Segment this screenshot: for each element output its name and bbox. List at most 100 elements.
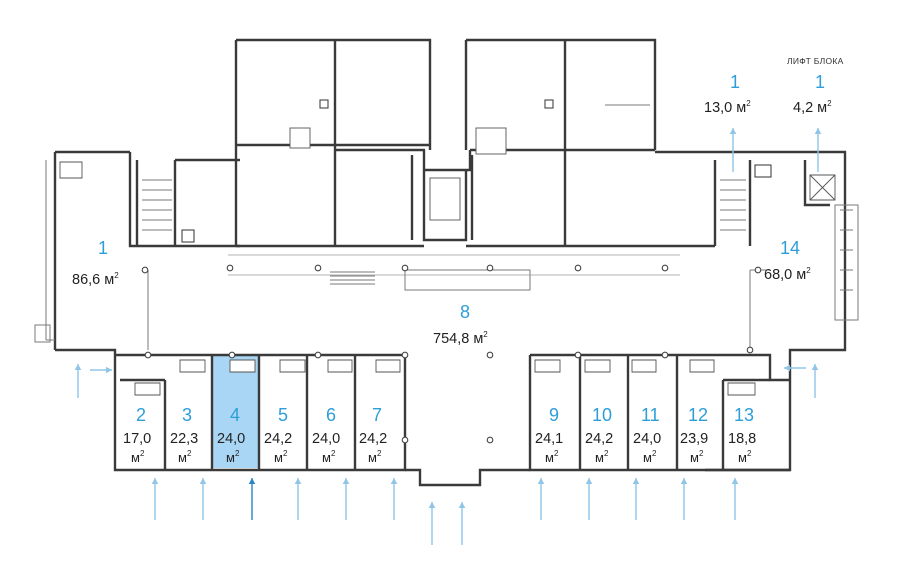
unit-10-unit: м2 bbox=[595, 449, 609, 465]
arrow-lift-head bbox=[814, 128, 822, 134]
arrow-unit-5-head bbox=[294, 478, 302, 484]
entrance-arrows bbox=[74, 128, 822, 545]
unit-6-unit: м2 bbox=[322, 449, 336, 465]
unit-1b-number[interactable]: 1 bbox=[730, 72, 740, 92]
unit-12-number: 12 bbox=[688, 405, 708, 425]
unit-4-number: 4 bbox=[230, 405, 240, 425]
arrow-unit-7-head bbox=[390, 478, 398, 484]
unit-11-label[interactable]: 11 24,0 м2 bbox=[633, 405, 661, 465]
arrow-right-side-up-head bbox=[811, 364, 819, 370]
hall-column bbox=[486, 351, 494, 359]
hall-column bbox=[401, 436, 409, 444]
unit-6-number: 6 bbox=[326, 405, 336, 425]
arrow-unit-4-head bbox=[248, 478, 256, 484]
unit-9-number: 9 bbox=[549, 405, 559, 425]
hall-column bbox=[401, 351, 409, 359]
unit-13-number: 13 bbox=[734, 405, 754, 425]
unit-5-label[interactable]: 5 24,2 м2 bbox=[264, 405, 292, 465]
center-block-walls bbox=[234, 38, 715, 248]
arrow-unit-3-head bbox=[199, 478, 207, 484]
lift-caption: ЛИФТ БЛОКА bbox=[787, 56, 844, 66]
arrow-unit-13-head bbox=[731, 478, 739, 484]
hall-column bbox=[314, 351, 322, 359]
arrow-right-side-left-head bbox=[784, 364, 790, 372]
unit-2-unit: м2 bbox=[131, 449, 145, 465]
unit-10-label[interactable]: 10 24,2 м2 bbox=[585, 405, 613, 465]
arrow-unit-10-head bbox=[585, 478, 593, 484]
unit-4-label[interactable]: 4 24,0 м2 bbox=[217, 405, 245, 465]
unit-7-number: 7 bbox=[372, 405, 382, 425]
unit-6-label[interactable]: 6 24,0 м2 bbox=[312, 405, 340, 465]
hall-columns bbox=[141, 264, 762, 444]
unit-5-area: 24,2 bbox=[264, 431, 292, 447]
hall-column bbox=[144, 351, 152, 359]
unit-7-label[interactable]: 7 24,2 м2 bbox=[359, 405, 387, 465]
unit-12-area: 23,9 bbox=[680, 431, 708, 447]
unit-4-highlight[interactable] bbox=[212, 356, 259, 468]
hall-walls bbox=[228, 254, 680, 291]
unit-1-number[interactable]: 1 bbox=[98, 238, 108, 258]
bottom-right-units bbox=[528, 353, 790, 472]
unit-1b-area: 13,0 м2 bbox=[704, 99, 751, 116]
hall-column bbox=[574, 264, 582, 272]
unit-9-unit: м2 bbox=[545, 449, 559, 465]
unit-8-area: 754,8 м2 bbox=[433, 330, 488, 347]
arrow-unit-12-head bbox=[680, 478, 688, 484]
right-wing-walls bbox=[655, 150, 859, 472]
unit-3-label[interactable]: 3 22,3 м2 bbox=[170, 405, 198, 465]
hall-column bbox=[314, 264, 322, 272]
hall-column bbox=[226, 264, 234, 272]
bottom-left-units bbox=[115, 353, 530, 487]
hall-column bbox=[661, 264, 669, 272]
unit-3-area: 22,3 bbox=[170, 431, 198, 447]
unit-13-unit: м2 bbox=[738, 449, 752, 465]
arrow-left-side-up-head bbox=[74, 364, 82, 370]
unit-3-unit: м2 bbox=[178, 449, 192, 465]
unit-10-number: 10 bbox=[592, 405, 612, 425]
hall-column bbox=[141, 266, 149, 274]
arrow-main-entrance-left-head bbox=[428, 502, 436, 508]
unit-7-unit: м2 bbox=[368, 449, 382, 465]
unit-2-area: 17,0 bbox=[123, 431, 151, 447]
unit-2-label[interactable]: 2 17,0 м2 bbox=[123, 405, 151, 465]
unit-1c-area: 4,2 м2 bbox=[793, 99, 832, 116]
unit-11-number: 11 bbox=[641, 405, 660, 425]
arrow-unit-11-head bbox=[632, 478, 640, 484]
unit-9-area: 24,1 bbox=[535, 431, 563, 447]
unit-4-area: 24,0 bbox=[217, 431, 245, 447]
unit-11-unit: м2 bbox=[643, 449, 657, 465]
hall-column bbox=[486, 264, 494, 272]
unit-10-area: 24,2 bbox=[585, 431, 613, 447]
hall-column bbox=[228, 351, 236, 359]
unit-7-area: 24,2 bbox=[359, 431, 387, 447]
unit-12-label[interactable]: 12 23,9 м2 bbox=[680, 405, 708, 465]
unit-14-area: 68,0 м2 bbox=[764, 266, 811, 283]
unit-5-number: 5 bbox=[278, 405, 288, 425]
unit-11-area: 24,0 bbox=[633, 431, 661, 447]
arrow-unit-2-head bbox=[151, 478, 159, 484]
arrow-unit-1b-head bbox=[729, 128, 737, 134]
unit-14-number[interactable]: 14 bbox=[780, 238, 800, 258]
unit-13-label[interactable]: 13 18,8 м2 bbox=[728, 405, 756, 465]
left-wing-walls bbox=[34, 150, 240, 472]
unit-1-area: 86,6 м2 bbox=[72, 271, 119, 288]
unit-5-unit: м2 bbox=[274, 449, 288, 465]
unit-8-number[interactable]: 8 bbox=[460, 302, 470, 322]
arrow-main-entrance-right-head bbox=[458, 502, 466, 508]
unit-13-area: 18,8 bbox=[728, 431, 756, 447]
hall-column bbox=[486, 436, 494, 444]
unit-1c-number[interactable]: 1 bbox=[815, 72, 825, 92]
unit-9-label[interactable]: 9 24,1 м2 bbox=[535, 405, 563, 465]
unit-12-unit: м2 bbox=[690, 449, 704, 465]
hall-column bbox=[401, 264, 409, 272]
hall-column bbox=[754, 266, 762, 274]
arrow-left-side-right-head bbox=[106, 366, 112, 374]
unit-4-unit: м2 bbox=[226, 449, 240, 465]
unit-6-area: 24,0 bbox=[312, 431, 340, 447]
hall-column bbox=[661, 351, 669, 359]
hall-column bbox=[746, 346, 754, 354]
arrow-unit-6-head bbox=[342, 478, 350, 484]
unit-3-number: 3 bbox=[182, 405, 192, 425]
arrow-unit-9-head bbox=[537, 478, 545, 484]
